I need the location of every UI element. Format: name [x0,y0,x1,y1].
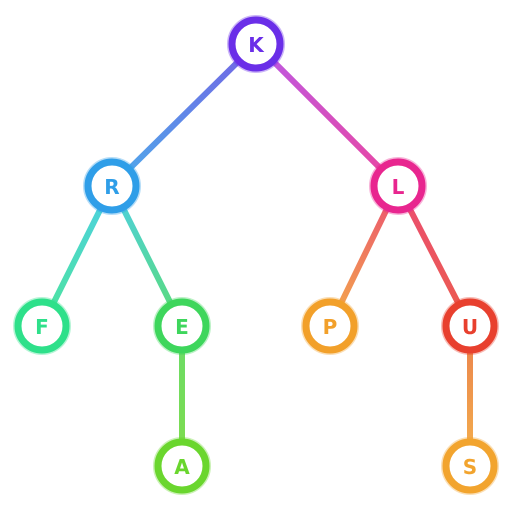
node-u: U [441,297,499,355]
node-circle [442,438,498,494]
node-halo [83,157,141,215]
node-r: R [83,157,141,215]
node-label: L [392,175,405,199]
nodes-layer: K R L F E P U A S [13,15,499,495]
node-circle [154,298,210,354]
node-halo [301,297,359,355]
node-label: P [323,315,338,339]
node-label: R [104,175,119,199]
node-circle [370,158,426,214]
node-halo [227,15,285,73]
node-halo [153,437,211,495]
node-l: L [369,157,427,215]
node-halo [153,297,211,355]
node-circle [442,298,498,354]
node-s: S [441,437,499,495]
node-circle [84,158,140,214]
node-a: A [153,437,211,495]
node-halo [441,437,499,495]
node-label: S [463,455,477,479]
node-f: F [13,297,71,355]
node-label: A [174,455,190,479]
edge-k-l [253,41,401,189]
node-p: P [301,297,359,355]
node-circle [302,298,358,354]
node-circle [14,298,70,354]
node-halo [13,297,71,355]
edge-k-r [109,41,259,189]
node-halo [441,297,499,355]
edges-layer [39,41,473,469]
node-label: K [248,33,265,57]
node-label: F [35,315,49,339]
node-e: E [153,297,211,355]
node-k: K [227,15,285,73]
node-circle [228,16,284,72]
node-label: E [175,315,189,339]
node-label: U [462,315,478,339]
node-halo [369,157,427,215]
node-circle [154,438,210,494]
